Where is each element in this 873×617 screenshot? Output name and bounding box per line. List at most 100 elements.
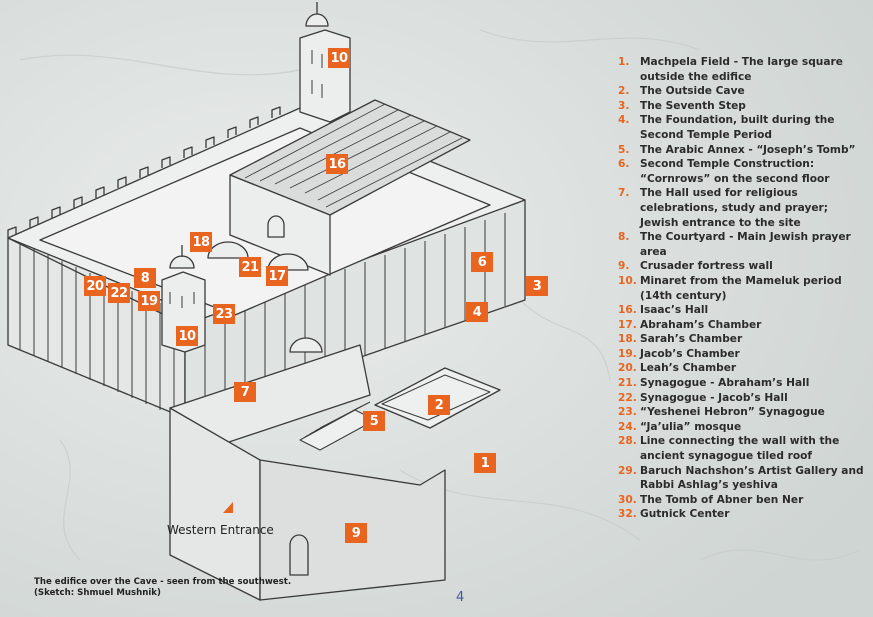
western-entrance-door	[289, 534, 309, 576]
legend-item-number: 28.	[618, 435, 637, 448]
marker-16: 16	[326, 154, 348, 174]
legend-list: 1. Machpela Field - The large square outs…	[618, 55, 870, 522]
legend-item-number: 5.	[618, 143, 630, 156]
marker-23: 23	[213, 304, 235, 324]
legend-item-text: The Hall used for religious celebrations…	[640, 187, 829, 229]
minaret-front-top	[169, 245, 195, 269]
marker-20: 20	[84, 276, 106, 296]
legend-item-number: 1.	[618, 56, 630, 68]
legend-item-text: Second Temple Construction: “Cornrows” o…	[640, 158, 830, 185]
legend-item-number: 17.	[618, 318, 637, 331]
legend-item-text: Machpela Field - The large square outsid…	[640, 56, 843, 83]
legend-item: 4. The Foundation, built during the Secon…	[618, 113, 870, 142]
legend-item-number: 30.	[618, 493, 637, 506]
legend-item: 22.Synagogue - Jacob’s Hall	[618, 391, 870, 406]
marker-9: 9	[345, 523, 367, 543]
entrance-arrow-icon	[223, 502, 233, 513]
legend-item-text: Leah’s Chamber	[640, 362, 737, 375]
left-wall-pilasters	[19, 243, 175, 414]
legend-item-text: Line connecting the wall with the ancien…	[640, 435, 840, 463]
minaret-back-top	[305, 2, 329, 27]
legend-item-text: The Courtyard - Main Jewish prayer area	[640, 231, 851, 258]
marker-2: 2	[428, 395, 450, 415]
legend-item-number: 32.	[618, 508, 637, 521]
legend-item-text: Baruch Nachshon’s Artist Gallery and Rab…	[640, 464, 864, 492]
legend-item-number: 8.	[618, 231, 630, 244]
dome-yeshenei	[289, 337, 323, 353]
legend-item-text: Isaac’s Hall	[640, 304, 709, 317]
legend-item-number: 20.	[618, 362, 637, 375]
legend-item: 6. Second Temple Construction: “Cornrows”…	[618, 157, 870, 186]
marker-4: 4	[466, 302, 488, 322]
isaacs-hall-gable	[229, 174, 331, 276]
legend-item: 9. Crusader fortress wall	[618, 259, 870, 274]
marker-7: 7	[234, 382, 256, 402]
legend-item: 17.Abraham’s Chamber	[618, 318, 870, 333]
marker-18: 18	[190, 232, 212, 252]
legend-item-number: 7.	[618, 187, 630, 200]
marker-10-front: 10	[176, 326, 198, 346]
legend-item: 18.Sarah’s Chamber	[618, 332, 870, 347]
legend-item-text: Synagogue - Abraham’s Hall	[640, 377, 810, 390]
legend-item: 20.Leah’s Chamber	[618, 361, 870, 376]
isaacs-hall-window	[267, 215, 285, 238]
page-number: 4	[456, 590, 465, 605]
legend-item-text: The Foundation, built during the Second …	[640, 114, 835, 141]
legend-item-text: Minaret from the Mameluk period (14th ce…	[640, 274, 842, 302]
legend-item-number: 23.	[618, 406, 637, 419]
legend-item-number: 3.	[618, 99, 630, 112]
marker-6: 6	[471, 252, 493, 272]
marker-3: 3	[526, 276, 548, 296]
legend-item-number: 16.	[618, 304, 637, 317]
legend-item-number: 19.	[618, 347, 637, 360]
legend-item-text: Crusader fortress wall	[640, 260, 773, 273]
legend-item-text: The Arabic Annex - “Joseph’s Tomb”	[640, 143, 856, 156]
legend-item-text: Jacob’s Chamber	[640, 347, 740, 360]
legend-item-number: 29.	[618, 464, 637, 477]
legend-item: 24.“Ja’ulia” mosque	[618, 420, 870, 435]
legend-item: 30.The Tomb of Abner ben Ner	[618, 493, 870, 508]
legend-item-number: 10.	[618, 274, 637, 287]
legend-item-number: 6.	[618, 158, 630, 171]
marker-8: 8	[134, 268, 156, 288]
caption-line-2: (Sketch: Shmuel Mushnik)	[34, 588, 161, 598]
marker-19: 19	[138, 291, 160, 311]
legend-item: 10.Minaret from the Mameluk period (14th…	[618, 274, 870, 303]
legend-item: 21.Synagogue - Abraham’s Hall	[618, 376, 870, 391]
marker-22: 22	[108, 283, 130, 303]
caption: The edifice over the Cave - seen from th…	[34, 577, 291, 599]
legend-item: 29.Baruch Nachshon’s Artist Gallery and …	[618, 464, 870, 493]
legend-item-text: Sarah’s Chamber	[640, 333, 743, 346]
legend-item: 1. Machpela Field - The large square outs…	[618, 55, 870, 84]
legend-item-number: 9.	[618, 260, 630, 273]
legend-item: 28.Line connecting the wall with the anc…	[618, 434, 870, 463]
marker-21: 21	[239, 257, 261, 277]
legend-item: 7. The Hall used for religious celebratio…	[618, 186, 870, 230]
caption-line-1: The edifice over the Cave - seen from th…	[34, 577, 292, 587]
legend-item-text: Abraham’s Chamber	[640, 318, 762, 331]
legend-item: 32.Gutnick Center	[618, 507, 870, 522]
legend-item-text: “Yeshenei Hebron” Synagogue	[640, 406, 825, 419]
legend-item-number: 21.	[618, 377, 637, 390]
legend-item-number: 2.	[618, 85, 630, 98]
legend-item-text: Gutnick Center	[640, 508, 730, 521]
marker-10-top: 10	[328, 48, 350, 68]
legend-item: 23.“Yeshenei Hebron” Synagogue	[618, 405, 870, 420]
western-entrance-label: Western Entrance	[167, 523, 274, 537]
legend-item-text: The Outside Cave	[640, 85, 745, 98]
marker-17: 17	[266, 266, 288, 286]
legend-item: 5. The Arabic Annex - “Joseph’s Tomb”	[618, 143, 870, 158]
legend-item-text: “Ja’ulia” mosque	[640, 420, 742, 433]
minaret-back	[299, 29, 351, 123]
legend-item: 8. The Courtyard - Main Jewish prayer are…	[618, 230, 870, 259]
battlements-left	[7, 106, 281, 238]
legend-item-number: 18.	[618, 333, 637, 346]
legend-item-number: 4.	[618, 114, 630, 127]
legend-item: 3. The Seventh Step	[618, 99, 870, 114]
legend-item: 19.Jacob’s Chamber	[618, 347, 870, 362]
outer-wall-right-face	[184, 199, 526, 419]
marker-1: 1	[474, 453, 496, 473]
legend-item-text: Synagogue - Jacob’s Hall	[640, 391, 788, 404]
legend-item-number: 24.	[618, 420, 637, 433]
legend-item-text: The Seventh Step	[640, 99, 746, 112]
